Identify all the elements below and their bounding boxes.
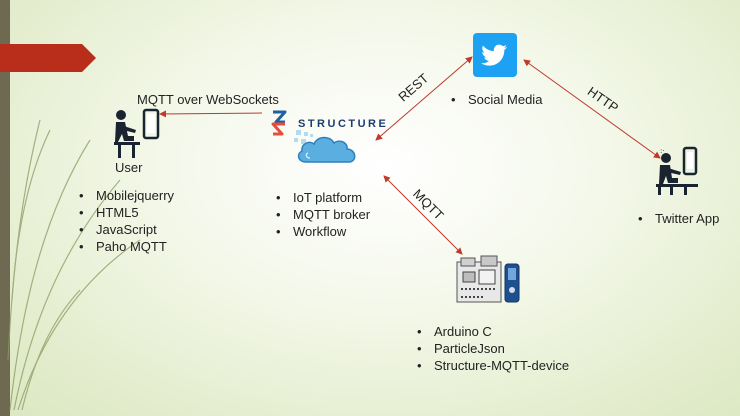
twitter-app-bullets: Twitter App <box>638 210 719 227</box>
person-at-phone-icon: :· <box>656 146 698 195</box>
list-item: Social Media <box>451 91 542 108</box>
list-item: ParticleJson <box>417 340 569 357</box>
twitter-bird-icon <box>473 33 517 77</box>
arrow-http <box>523 59 661 159</box>
structure-wordmark: STRUCTURE <box>298 118 389 130</box>
social-bullets: Social Media <box>451 91 542 108</box>
structure-bullets: IoT platform MQTT broker Workflow <box>276 189 370 240</box>
device-bullets: Arduino C ParticleJson Structure-MQTT-de… <box>417 323 569 374</box>
arrow-mqtt <box>383 175 463 255</box>
user-bullets: Mobilejquerry HTML5 JavaScript Paho MQTT <box>79 187 174 255</box>
list-item: Structure-MQTT-device <box>417 357 569 374</box>
list-item: IoT platform <box>276 189 370 206</box>
list-item: JavaScript <box>79 221 174 238</box>
user-title: User <box>115 160 143 175</box>
list-item: Mobilejquerry <box>79 187 174 204</box>
list-item: Twitter App <box>638 210 719 227</box>
person-at-phone-icon <box>114 108 160 158</box>
svg-text::·: :· <box>660 147 665 155</box>
arrow-rest <box>375 56 473 141</box>
structure-logo-icon <box>271 110 287 136</box>
edge-label-mqtt-websockets: MQTT over WebSockets <box>137 92 279 107</box>
title-pointer-shape <box>0 44 96 72</box>
list-item: Workflow <box>276 223 370 240</box>
list-item: HTML5 <box>79 204 174 221</box>
left-accent-bar <box>0 0 10 416</box>
arduino-particle-device-icon <box>456 255 520 303</box>
list-item: Arduino C <box>417 323 569 340</box>
list-item: Paho MQTT <box>79 238 174 255</box>
cloud-icon <box>294 130 356 163</box>
list-item: MQTT broker <box>276 206 370 223</box>
arrow-structure-to-user <box>159 110 263 118</box>
